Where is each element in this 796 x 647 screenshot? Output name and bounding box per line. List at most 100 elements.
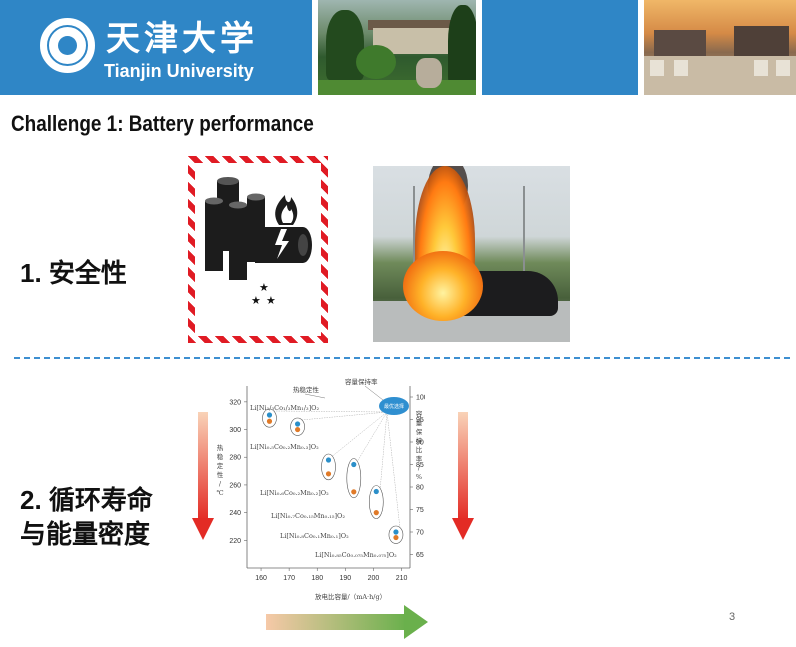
x-tick-label: 160 [255, 575, 267, 582]
material-label: Li[Ni₀.₈Co₀.₁Mn₀.₁]O₂ [280, 532, 349, 540]
x-tick-label: 190 [340, 575, 352, 582]
battery-hazard-icon: ★ ★ ★ [188, 156, 328, 343]
material-group-outline [321, 453, 336, 481]
section-divider [14, 357, 790, 359]
y-right-label-char: / [418, 464, 421, 472]
svg-text:★: ★ [251, 294, 261, 307]
y-left-label-char: 稳 [217, 452, 224, 461]
y-right-tick-label: 80 [416, 485, 424, 492]
retention-point [266, 412, 273, 418]
y-left-label-char: 性 [217, 470, 224, 479]
material-group-outline [262, 408, 277, 428]
optimal-choice-marker [379, 397, 409, 415]
retention-point [373, 488, 379, 495]
header-banner: 天津大学 Tianjin University [0, 0, 312, 95]
material-label: Li[Ni₀.₈₅Co₀.₀₇₅Mn₀.₀₇₅]O₂ [315, 551, 397, 559]
campus-photo [318, 0, 476, 95]
retention-point [294, 421, 301, 427]
page-number: 3 [729, 611, 736, 623]
burning-car-photo [373, 166, 570, 342]
connector-line [301, 411, 388, 421]
material-group-outline [290, 417, 305, 436]
nmc-tradeoff-chart: 热稳定性 容量保持率 放电比容量/（mA·h/g） 热稳定性/℃ 容量保持比率/… [216, 378, 425, 601]
connector-line [380, 411, 388, 488]
arrow-down-right-icon [452, 412, 474, 540]
y-right-tick-label: 75 [416, 507, 424, 514]
thermal-pointer [304, 393, 326, 399]
material-group-outline [346, 458, 362, 499]
chart-connectors [273, 410, 401, 529]
y-right-tick-label: 95 [416, 417, 424, 424]
y-right-label-char: 量 [416, 419, 423, 427]
svg-text:★: ★ [266, 294, 276, 307]
connector-line [332, 411, 388, 457]
header-blue-panel [482, 0, 638, 95]
arrow-down-left-icon [192, 412, 214, 540]
optimal-choice-label: 最优选择 [384, 403, 404, 410]
x-tick-label: 170 [283, 575, 295, 582]
y-left-tick-label: 300 [229, 427, 241, 434]
y-left-label-char: 定 [217, 461, 224, 470]
chart-x-label: 放电比容量/（mA·h/g） [315, 592, 386, 601]
chart-ticks: 160 170 180 190 200 210 220 240 260 280 300 320 65 70… [229, 395, 425, 583]
retention-pointer [364, 385, 384, 401]
slide-title: Challenge 1: Battery performance [11, 111, 314, 136]
y-left-tick-label: 280 [229, 455, 241, 462]
university-name-cn: 天津大学 [106, 19, 258, 59]
chart-points [262, 408, 404, 544]
y-left-label-char: 热 [217, 443, 224, 452]
thermal-point [266, 418, 273, 424]
connector-line [273, 410, 388, 413]
thermal-point [294, 426, 301, 433]
y-right-label-char: 持 [416, 436, 423, 445]
y-right-label-char: 率 [416, 454, 423, 463]
material-group-outline [388, 525, 404, 544]
x-tick-label: 180 [311, 575, 323, 582]
retention-point [325, 457, 332, 463]
cycle-life-label: 2. 循环寿命 与能量密度 [20, 483, 153, 551]
safety-label: 1. 安全性 [20, 258, 127, 288]
y-right-label-char: 容 [416, 409, 423, 418]
y-right-label-char: 保 [416, 427, 423, 436]
y-left-label-char: / [219, 480, 222, 488]
material-label: Li[Ni₀.₇Co₀.₁₅Mn₀.₁₅]O₂ [271, 512, 345, 520]
material-label: Li[Ni₀.₅Co₀.₂Mn₀.₃]O₂ [250, 443, 319, 451]
material-label: Li[Ni₀.₆Co₀.₂Mn₀.₂]O₂ [260, 489, 329, 497]
chart-y-label-left: 热稳定性/℃ [216, 443, 223, 497]
chart-top-label-retention: 容量保持率 [345, 378, 378, 386]
y-left-tick-label: 240 [229, 510, 241, 517]
plaza-photo [644, 0, 796, 95]
thermal-point [351, 489, 357, 495]
chart-material-labels: Li[Ni₁/₃Co₁/₃Mn₁/₃]O₂ Li[Ni₀.₅Co₀.₂Mn₀.₃]… [250, 404, 397, 559]
cycle-life-label-line1: 2. 循环寿命 [20, 485, 153, 515]
svg-text:★: ★ [259, 281, 269, 294]
university-seal-icon [40, 18, 95, 73]
y-left-tick-label: 320 [229, 399, 241, 406]
thermal-point [393, 534, 399, 541]
y-right-tick-label: 70 [416, 530, 424, 537]
material-label: Li[Ni₁/₃Co₁/₃Mn₁/₃]O₂ [250, 404, 319, 412]
x-tick-label: 200 [368, 575, 380, 582]
connector-line [357, 411, 388, 461]
university-name-en: Tianjin University [104, 61, 254, 81]
thermal-point [373, 510, 379, 516]
thermal-point [325, 471, 332, 477]
y-right-label-char: 比 [416, 445, 423, 454]
arrow-right-icon [266, 605, 428, 639]
chart-top-label-thermal: 热稳定性 [293, 385, 320, 394]
material-group-outline [368, 485, 384, 519]
y-left-label-char: ℃ [216, 489, 223, 497]
y-right-tick-label: 85 [416, 462, 424, 469]
y-left-tick-label: 260 [229, 482, 241, 489]
connector-line [386, 411, 401, 529]
y-right-label-char: % [416, 473, 422, 481]
y-right-tick-label: 90 [416, 440, 424, 447]
y-right-tick-label: 65 [416, 552, 424, 559]
battery-fire-pictogram-icon: ★ ★ ★ [205, 177, 312, 307]
retention-point [393, 529, 399, 535]
y-left-tick-label: 220 [229, 538, 241, 545]
x-tick-label: 210 [396, 575, 408, 582]
cycle-life-label-line2: 与能量密度 [20, 519, 151, 549]
retention-point [351, 461, 357, 468]
